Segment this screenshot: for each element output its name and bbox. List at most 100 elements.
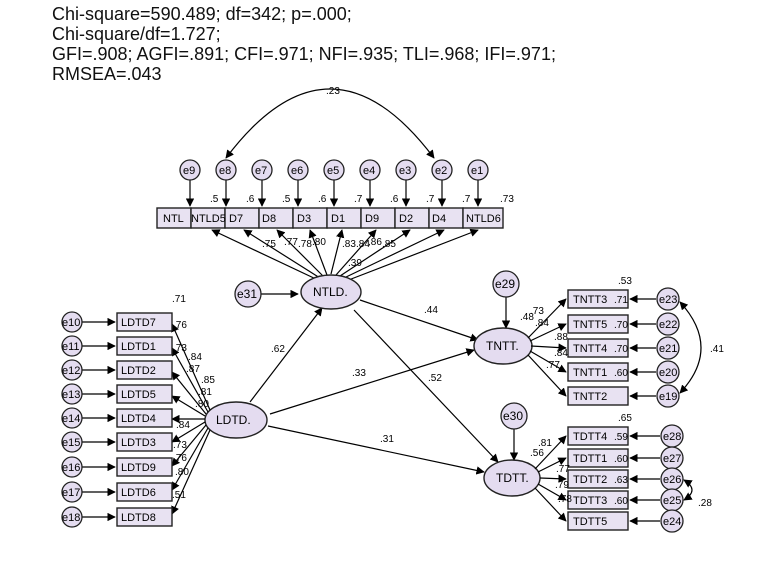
ldtd-label: .71 [172, 294, 186, 305]
indicator-label: TDTT3 [573, 495, 607, 507]
r2-label: .70 [614, 344, 628, 355]
indicator-label: LDTD2 [121, 365, 156, 377]
loading-label: .77 [546, 360, 560, 371]
error-label: e3 [399, 165, 411, 177]
indicator-label: TNTT2 [573, 391, 607, 403]
r2-label: .6 [390, 194, 399, 205]
ntld-loading-paths: .75 .77 .78 .80 .83 .84 .86 .85 .39 [211, 228, 479, 282]
error-circle-e3 [395, 159, 417, 181]
fit-line-1: Chi-square=590.489; df=342; p=.000; [52, 4, 352, 24]
r2-label: .7 [354, 194, 363, 205]
path-label-ldtd-ntld: .62 [271, 344, 285, 355]
error-circle-e4 [359, 159, 381, 181]
latent-ntld [300, 274, 362, 310]
covariance-e26-e25 [683, 479, 693, 501]
ldtd-label: .80 [175, 467, 189, 478]
ldtd-label: .84 [188, 352, 202, 363]
ldtd-label: .80 [195, 399, 209, 410]
ldtd-label: .81 [198, 387, 212, 398]
error-label: e4 [363, 165, 375, 177]
error-label: e14 [62, 413, 80, 425]
ldtd-label: .84 [176, 420, 190, 431]
indicator-label: NTLD5 [191, 213, 226, 225]
r2-label: .5 [210, 194, 219, 205]
error-circle-e29 [492, 270, 520, 298]
error-label: e6 [291, 165, 303, 177]
indicator-label: NTLD6 [466, 213, 501, 225]
indicator-box [462, 207, 504, 229]
loading-label: .77 [556, 464, 570, 475]
r2-tntt: .48 [520, 312, 534, 323]
r2-label: .7 [462, 194, 471, 205]
structural-paths: .62 .44 .33 .52 .31 [249, 289, 519, 475]
r2-ntld: .39 [348, 258, 362, 269]
ldtd-indicators: LDTD7 LDTD1 LDTD2 LDTD5 LDTD4 LDTD3 LDTD… [61, 294, 215, 528]
indicator-label: NTL [163, 213, 184, 225]
r2-label: .59 [614, 432, 628, 443]
error-label: e20 [659, 367, 677, 379]
error-label: e19 [659, 391, 677, 403]
ldtd-label: .85 [201, 375, 215, 386]
indicator-label: D2 [399, 213, 413, 225]
path-label-ldtd-tdtt: .31 [380, 434, 394, 445]
r2-label: .53 [618, 276, 632, 287]
r2-label: .63 [614, 475, 628, 486]
ldtd-label: .73 [173, 343, 187, 354]
path-label-ldtd-tntt: .33 [352, 368, 366, 379]
indicator-label: TNTT1 [573, 367, 607, 379]
ldtd-label: .51 [172, 490, 186, 501]
error-label: e16 [62, 462, 80, 474]
indicator-label: TDTT1 [573, 453, 607, 465]
tdtt-indicators: TDTT4 TDTT1 TDTT2 TDTT3 TDTT5 .65 .59 .6… [530, 413, 712, 533]
covariance-e8-e2 [225, 88, 435, 159]
error-label-e29: e29 [495, 277, 515, 291]
error-label: e11 [62, 341, 80, 353]
loading-label: .84 [535, 318, 549, 329]
r2-label: .60 [614, 368, 628, 379]
latent-ldtd [204, 401, 268, 439]
error-label: e21 [659, 343, 677, 355]
loading-label: .85 [382, 239, 396, 250]
error-circle-e6 [287, 159, 309, 181]
latent-label-tdtt: TDTT. [496, 471, 529, 485]
loading-label: .78 [558, 494, 572, 505]
indicator-label: D3 [297, 213, 311, 225]
ldtd-label: .76 [173, 453, 187, 464]
r2-label: .6 [246, 194, 255, 205]
ldtd-label: .87 [186, 364, 200, 375]
error-label: e18 [62, 512, 80, 524]
r2-label: .60 [614, 496, 628, 507]
r2-label: .7 [426, 194, 435, 205]
loading-label: .86 [368, 237, 382, 248]
r2-label: .5 [282, 194, 291, 205]
covariance-label-e8-e2: .23 [326, 86, 340, 97]
indicator-label: LDTD8 [121, 512, 156, 524]
error-circle-e9 [179, 159, 201, 181]
error-label-e31: e31 [237, 287, 257, 301]
error-circle-e5 [323, 159, 345, 181]
r2-label: .6 [318, 194, 327, 205]
latent-label-ldtd: LDTD. [216, 413, 251, 427]
error-label-e30: e30 [503, 409, 523, 423]
loading-label: .84 [356, 239, 370, 250]
fit-line-3: GFI=.908; AGFI=.891; CFI=.971; NFI=.935;… [52, 44, 556, 64]
error-label: e2 [435, 165, 447, 177]
r2-label: .71 [614, 295, 628, 306]
error-label: e1 [471, 165, 483, 177]
error-circle-e2 [431, 159, 453, 181]
error-label: e8 [219, 165, 231, 177]
error-circle-e8 [215, 159, 237, 181]
error-circle-e7 [251, 159, 273, 181]
error-circle-e30 [500, 402, 528, 430]
loading-label: .83 [342, 239, 356, 250]
latent-label-tntt: TNTT. [486, 339, 519, 353]
error-label: e13 [62, 389, 80, 401]
indicator-label: D1 [331, 213, 345, 225]
loading-label: .84 [554, 348, 568, 359]
fit-line-4: RMSEA=.043 [52, 64, 162, 84]
indicator-label: LDTD1 [121, 341, 156, 353]
loading-label: .79 [555, 480, 569, 491]
error-label: e5 [327, 165, 339, 177]
loading-label: .75 [262, 239, 276, 250]
